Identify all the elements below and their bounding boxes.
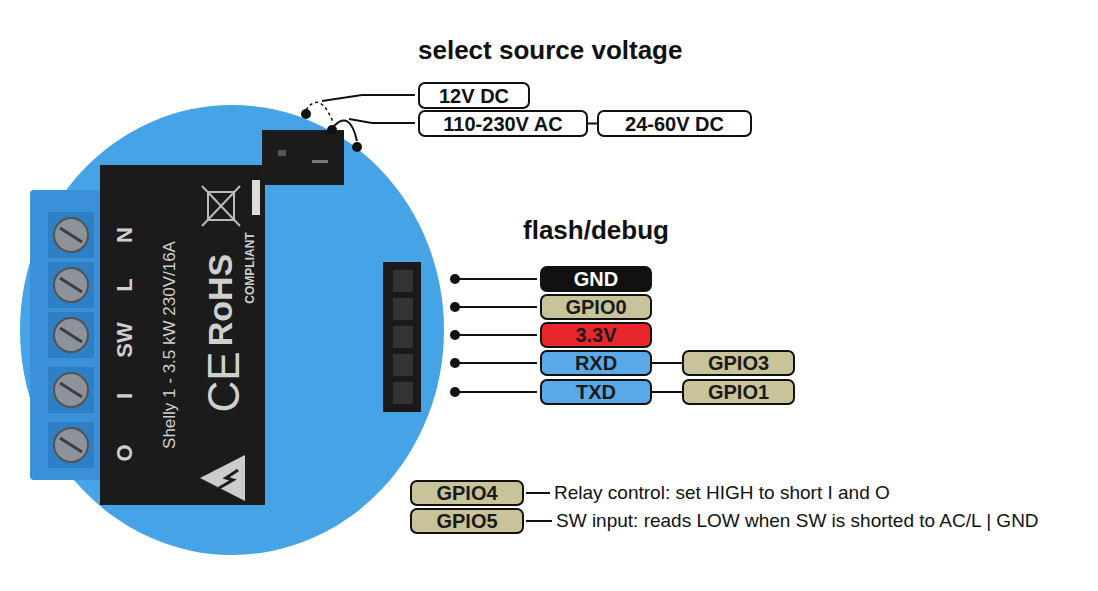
connector-line bbox=[652, 362, 682, 364]
pin-box: 3.3V bbox=[540, 322, 652, 348]
leader-lines bbox=[322, 95, 552, 521]
terminal-name: O bbox=[113, 444, 137, 461]
pin-description: SW input: reads LOW when SW is shorted t… bbox=[556, 511, 1039, 532]
terminal-name: N bbox=[113, 227, 137, 243]
box-text: 110-230V AC bbox=[443, 113, 562, 135]
section-heading: select source voltage bbox=[418, 36, 682, 65]
terminal-screws bbox=[48, 212, 94, 468]
rohs-mark: RoHS bbox=[202, 254, 239, 347]
pin-box: GPIO0 bbox=[540, 294, 652, 320]
section-heading: flash/debug bbox=[523, 216, 669, 245]
box-text: GPIO4 bbox=[436, 482, 497, 504]
box-text: GPIO0 bbox=[565, 296, 626, 318]
pin-dots bbox=[450, 274, 460, 397]
gpio-box: GPIO5 bbox=[410, 508, 524, 534]
voltage-option: 110-230V AC bbox=[418, 110, 588, 137]
jumper-pins bbox=[301, 102, 362, 152]
debug-connector bbox=[383, 262, 421, 412]
voltage-option: 12V DC bbox=[418, 82, 530, 109]
terminal-block bbox=[30, 190, 105, 480]
terminal-name: L bbox=[113, 278, 137, 291]
box-text: TXD bbox=[576, 381, 616, 403]
jumper-header bbox=[262, 130, 344, 185]
gpio-box: GPIO1 bbox=[682, 379, 795, 405]
weee-bin-symbol bbox=[202, 186, 240, 226]
model-rating: Shelly 1 - 3.5 kW 230V/16A bbox=[161, 241, 180, 449]
sticker-mark bbox=[252, 180, 260, 215]
connector-line bbox=[652, 391, 682, 393]
rohs-mark: COMPLIANT bbox=[244, 232, 257, 303]
box-text: 3.3V bbox=[575, 324, 616, 346]
pin-box: RXD bbox=[540, 350, 652, 376]
box-text: GPIO3 bbox=[708, 352, 769, 374]
connector-line bbox=[588, 123, 597, 125]
box-text: GND bbox=[574, 268, 618, 290]
box-text: 24-60V DC bbox=[625, 113, 724, 135]
label-sticker bbox=[100, 165, 265, 505]
gpio-box: GPIO4 bbox=[410, 480, 524, 506]
pin-description: Relay control: set HIGH to short I and O bbox=[554, 483, 890, 504]
box-text: GPIO1 bbox=[708, 381, 769, 403]
device-body bbox=[20, 105, 444, 555]
ce-mark: CE bbox=[200, 351, 248, 412]
pin-box: TXD bbox=[540, 379, 652, 405]
gpio-box: GPIO3 bbox=[682, 350, 795, 376]
warning-symbol bbox=[200, 455, 245, 501]
terminal-name: I bbox=[113, 393, 137, 399]
box-text: RXD bbox=[575, 352, 617, 374]
pin-box: GND bbox=[540, 266, 652, 292]
box-text: GPIO5 bbox=[436, 510, 497, 532]
terminal-name: SW bbox=[113, 322, 137, 357]
box-text: 12V DC bbox=[439, 85, 509, 107]
voltage-option: 24-60V DC bbox=[597, 110, 752, 137]
